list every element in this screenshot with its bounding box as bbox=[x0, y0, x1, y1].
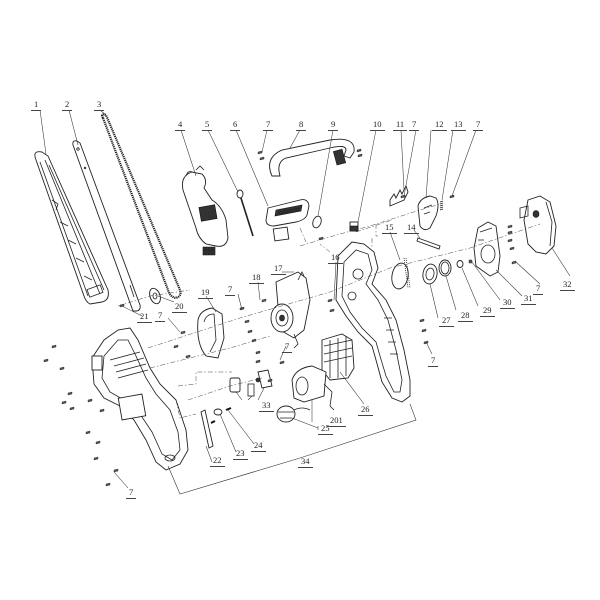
part-label-7: 7 bbox=[409, 120, 420, 131]
trigger-part bbox=[200, 409, 216, 449]
part-label-1: 1 bbox=[31, 100, 42, 111]
part-label-11: 11 bbox=[393, 120, 408, 131]
assembly-lines bbox=[117, 203, 541, 419]
part-label-7: 7 bbox=[533, 284, 544, 295]
part-label-19: 19 bbox=[198, 288, 213, 299]
bar-cover-part bbox=[34, 151, 109, 305]
side-cover-part bbox=[519, 195, 557, 255]
seal-ring-part bbox=[312, 215, 322, 229]
guide-bar-part bbox=[72, 140, 141, 312]
part-label-13: 13 bbox=[451, 120, 466, 131]
part-label-24: 24 bbox=[251, 441, 266, 452]
switch-part bbox=[349, 221, 359, 232]
part-label-27: 27 bbox=[439, 316, 454, 327]
part-label-33: 33 bbox=[259, 401, 274, 412]
part-label-12: 12 bbox=[432, 120, 447, 131]
part-label-7: 7 bbox=[428, 356, 439, 367]
part-label-30: 30 bbox=[500, 298, 515, 309]
oil-cap-part bbox=[276, 405, 311, 423]
part-label-4: 4 bbox=[175, 120, 186, 131]
part-label-14: 14 bbox=[404, 223, 419, 234]
part-label-7: 7 bbox=[263, 120, 274, 131]
part-label-31: 31 bbox=[521, 294, 536, 305]
part-label-2: 2 bbox=[62, 100, 73, 111]
wrench-part bbox=[416, 237, 441, 250]
part-34-bracket bbox=[167, 403, 417, 495]
battery-terminal-part bbox=[321, 333, 355, 381]
switch-assembly-part bbox=[229, 369, 273, 397]
front-handle-part bbox=[269, 138, 363, 177]
part-label-26: 26 bbox=[358, 405, 373, 416]
part-label-9: 9 bbox=[328, 120, 339, 131]
part-label-7: 7 bbox=[155, 311, 166, 322]
part-label-10: 10 bbox=[370, 120, 385, 131]
lock-button-part bbox=[213, 408, 223, 416]
cover-plate-part bbox=[417, 195, 439, 231]
part-label-7: 7 bbox=[473, 120, 484, 131]
part-label-18: 18 bbox=[249, 273, 264, 284]
part-label-5: 5 bbox=[202, 120, 213, 131]
leader-lines bbox=[39, 109, 571, 489]
right-housing-part bbox=[335, 241, 411, 403]
part-label-22: 22 bbox=[210, 456, 225, 467]
part-label-32: 32 bbox=[560, 280, 575, 291]
part-label-28: 28 bbox=[458, 311, 473, 322]
oil-tank-part bbox=[291, 365, 335, 411]
nut-30-part bbox=[468, 259, 473, 264]
part-label-29: 29 bbox=[480, 306, 495, 317]
clutch-drum-part bbox=[422, 263, 438, 285]
part-label-17: 17 bbox=[271, 264, 286, 275]
part-label-20: 20 bbox=[172, 302, 187, 313]
part-label-7: 7 bbox=[126, 488, 137, 499]
oil-pipe-part bbox=[236, 189, 254, 237]
left-housing-part bbox=[91, 327, 189, 471]
spring-part bbox=[439, 200, 444, 211]
latch-cover-part bbox=[265, 199, 310, 242]
part-label-21: 21 bbox=[137, 312, 152, 323]
washer-29-part bbox=[456, 260, 464, 268]
part-label-3: 3 bbox=[94, 100, 105, 111]
part-label-25: 25 bbox=[318, 424, 333, 435]
part-label-8: 8 bbox=[296, 120, 307, 131]
brake-band-part bbox=[391, 257, 411, 290]
part-label-7: 7 bbox=[225, 285, 236, 296]
part-label-23: 23 bbox=[233, 449, 248, 460]
motor-part bbox=[270, 271, 311, 349]
sprocket-part bbox=[149, 287, 161, 305]
part-label-15: 15 bbox=[382, 223, 397, 234]
part-label-6: 6 bbox=[230, 120, 241, 131]
part-label-201: 201 bbox=[327, 416, 346, 427]
saw-chain-part bbox=[100, 113, 182, 300]
washer-28-part bbox=[438, 259, 452, 277]
control-board-part bbox=[181, 165, 229, 256]
pin-part bbox=[225, 407, 232, 411]
part-label-16: 16 bbox=[328, 253, 343, 264]
fan-guard-part bbox=[197, 307, 225, 359]
part-label-7: 7 bbox=[282, 342, 293, 353]
part-label-34: 34 bbox=[298, 457, 313, 468]
gear-cover-part bbox=[473, 221, 501, 277]
